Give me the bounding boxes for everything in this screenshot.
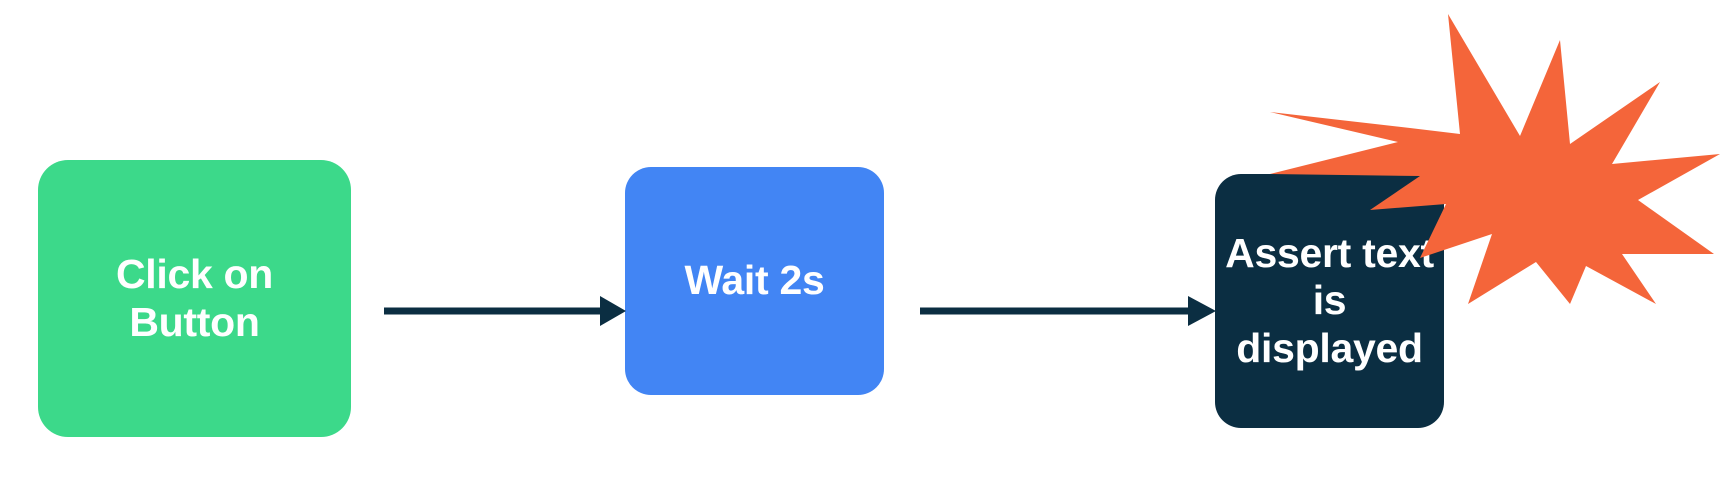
node-label: Assert text is displayed [1225,230,1434,371]
node-label: Wait 2s [684,257,825,304]
node-label: Click on Button [115,251,274,345]
node-assert-text-is-displayed[interactable]: Assert text is displayed [1215,174,1444,428]
connector-arrow-1 [384,296,626,326]
arrowhead-icon [600,296,626,326]
arrowhead-icon [1188,296,1216,326]
node-wait-2s[interactable]: Wait 2s [625,167,884,395]
connector-arrow-2 [920,296,1216,326]
node-click-on-button[interactable]: Click on Button [38,160,351,437]
